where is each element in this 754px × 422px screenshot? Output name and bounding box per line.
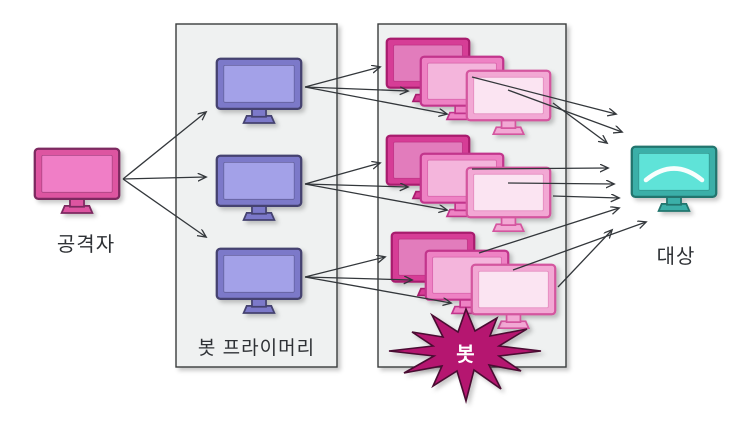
target-label: 대상	[656, 246, 696, 268]
arrow-bot-target	[552, 196, 619, 198]
arrow-bot-target	[471, 76, 616, 114]
arrow-attacker-primary-3	[122, 178, 206, 237]
arrow-bot-target	[507, 89, 622, 132]
arrow-primary2-bot	[304, 184, 408, 187]
arrow-primary1-bot	[304, 67, 380, 88]
bot-primary-monitors	[216, 58, 302, 313]
arrow-primary3-bot	[304, 257, 385, 278]
arrow-bot-target	[557, 230, 612, 288]
arrow-attacker-primary-1	[122, 112, 206, 180]
attacker-label: 공격자	[56, 234, 116, 256]
attacker-monitor-icon	[34, 148, 120, 213]
arrow-bot-target	[552, 102, 607, 143]
bot-burst-label: 봇	[456, 344, 476, 366]
arrow-bot-target	[478, 208, 619, 254]
arrows-layer	[122, 67, 646, 303]
bot-primary-label: 봇 프라이머리	[197, 338, 316, 359]
arrow-primary2-bot	[304, 163, 380, 185]
target-screen-arc	[643, 166, 705, 183]
arrow-primary1-bot	[304, 86, 447, 114]
arrow-primary3-bot	[304, 277, 412, 280]
arrow-attacker-primary-2	[122, 177, 206, 179]
arrow-primary2-bot	[304, 183, 447, 210]
arrow-bot-target	[471, 168, 608, 169]
arrow-primary1-bot	[304, 86, 408, 91]
arrow-bot-target	[512, 222, 646, 271]
arrow-bot-target	[507, 183, 614, 184]
arrow-primary3-bot	[304, 276, 451, 303]
bot-burst-shape	[388, 306, 542, 404]
